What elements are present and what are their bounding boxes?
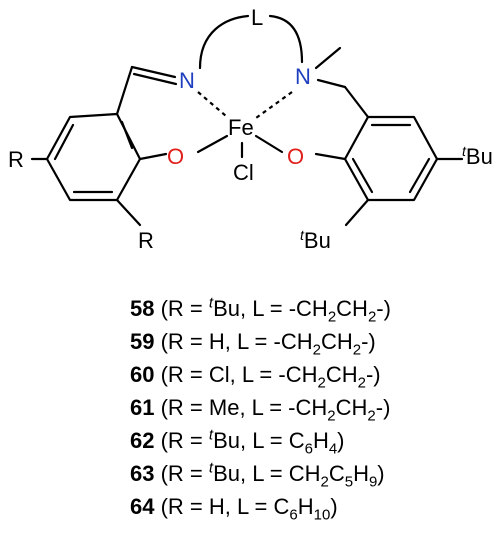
bond-n-ch2 (316, 78, 347, 89)
linker-arc-right (268, 14, 304, 64)
compound-text: ) (337, 428, 345, 453)
tbu-para-main: Bu (466, 144, 493, 169)
bond-left-ring-o (138, 152, 168, 161)
bond-right-ring-tbu-ortho (344, 198, 370, 227)
compound-row: 63 (R = tBu, L = CH2C5H9) (130, 457, 470, 490)
compound-subscript: 2 (352, 341, 362, 359)
bond-n-methyl (314, 46, 342, 70)
bond-left-ring-r-ortho (115, 198, 142, 227)
bond-imine-double (132, 72, 178, 86)
compound-subscript: 2 (367, 407, 376, 425)
compound-subscript: 2 (327, 308, 337, 326)
compound-number: 62 (130, 428, 155, 453)
bond-ch-ring (115, 65, 134, 116)
atom-nitrogen-right: N (295, 64, 311, 89)
compound-number: 60 (130, 362, 155, 387)
compound-subscript: 2 (327, 407, 336, 425)
compound-list: 58 (R = tBu, L = -CH2CH2-)59 (R = H, L =… (130, 292, 470, 523)
compound-text: (R = (160, 428, 209, 453)
linker-arc-left (198, 14, 250, 70)
compound-text: -) (365, 362, 381, 387)
compound-text: (R = H, L = C (160, 494, 290, 519)
compound-subscript: 2 (367, 308, 377, 326)
right-ring-inner-2 (408, 157, 431, 194)
compound-row: 58 (R = tBu, L = -CH2CH2-) (130, 292, 470, 325)
left-ring-inner-3 (53, 123, 75, 161)
bond-n-fe-right (255, 91, 293, 119)
compound-subscript: 2 (312, 341, 321, 359)
compound-text: -) (375, 395, 391, 420)
compound-row: 61 (R = Me, L = -CH2CH2-) (130, 391, 470, 424)
compound-text: CH (336, 296, 368, 321)
bond-ch2-ring (343, 85, 370, 119)
compound-row: 60 (R = Cl, L = -CH2CH2-) (130, 358, 470, 391)
compound-superscript: t (208, 426, 214, 444)
bond-n-fe-left (197, 91, 227, 117)
left-ring-inner-1 (120, 120, 134, 150)
compound-row: 62 (R = tBu, L = C6H4) (130, 424, 470, 457)
compound-number: 63 (130, 461, 155, 486)
compound-superscript: t (208, 459, 214, 477)
substituent-r-para: R (8, 147, 24, 172)
compound-number: 58 (130, 296, 155, 321)
compound-text: CH (320, 329, 353, 354)
compound-text: (R = Me, L = -CH (160, 395, 328, 420)
compound-text: Bu, L = CH (213, 461, 321, 486)
compound-text: -) (376, 296, 391, 321)
tbu-para-tert-prefix: t (462, 143, 467, 159)
atom-chlorine: Cl (233, 160, 254, 185)
compound-text: Bu, L = -CH (213, 296, 328, 321)
compound-subscript: 4 (328, 440, 338, 458)
compound-text: ) (377, 461, 385, 486)
compound-subscript: 5 (344, 473, 354, 491)
bond-imine-n-ch (130, 65, 177, 79)
substituent-r-ortho: R (138, 228, 154, 253)
compound-text: C (328, 461, 345, 486)
compound-text: ) (330, 494, 338, 519)
compound-subscript: 2 (357, 374, 366, 392)
bond-fe-o-left (196, 134, 229, 154)
compound-text: (R = (160, 296, 209, 321)
compound-subscript: 6 (304, 440, 313, 458)
compound-row: 64 (R = H, L = C6H10) (130, 490, 470, 523)
compound-subscript: 2 (320, 473, 329, 491)
compound-text: (R = Cl, L = -CH (160, 362, 318, 387)
compound-number: 59 (130, 329, 155, 354)
compound-text: CH (325, 362, 358, 387)
compound-text: (R = (160, 461, 209, 486)
molecular-structure: L N N Fe O O Cl R R tBu tBu (8, 5, 493, 253)
compound-subscript: 10 (313, 506, 331, 524)
right-ring (343, 115, 439, 202)
substituent-tbu-ortho: tBu (300, 227, 331, 253)
atom-oxygen-right: O (287, 144, 304, 169)
compound-text: H (353, 461, 369, 486)
compound-text: -) (361, 329, 376, 354)
compound-row: 59 (R = H, L = -CH2CH2-) (130, 325, 470, 358)
compound-text: H (312, 428, 329, 453)
right-ring-inner-3 (351, 157, 374, 194)
compound-subscript: 9 (368, 473, 378, 491)
compound-number: 61 (130, 395, 155, 420)
compound-text: (R = H, L = -CH (160, 329, 313, 354)
compound-text: CH (335, 395, 368, 420)
atom-nitrogen-left: N (179, 68, 195, 93)
left-ring (45, 112, 142, 202)
atom-linker-l: L (251, 5, 263, 30)
atom-oxygen-left: O (167, 144, 184, 169)
compound-superscript: t (208, 294, 214, 312)
tbu-ortho-main: Bu (304, 228, 331, 253)
compound-number: 64 (130, 494, 155, 519)
substituent-tbu-para: tBu (462, 143, 493, 169)
compound-text: H (297, 494, 314, 519)
tbu-ortho-tert-prefix: t (300, 227, 305, 243)
compound-subscript: 2 (317, 374, 326, 392)
bond-right-ring-o (314, 152, 347, 161)
compound-text: Bu, L = C (213, 428, 305, 453)
atom-iron: Fe (228, 115, 254, 140)
compound-subscript: 6 (289, 506, 298, 524)
bond-fe-o-right (254, 134, 284, 154)
